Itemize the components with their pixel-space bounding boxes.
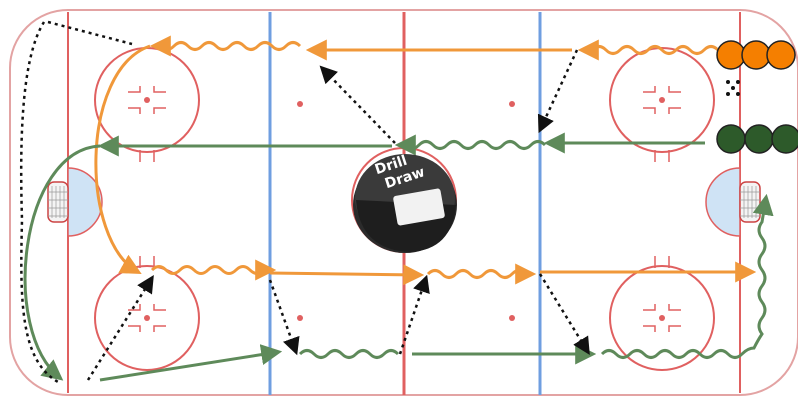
neutral-dot-3 (297, 315, 303, 321)
hockey-puck-logo: Drill Draw (353, 153, 457, 253)
puck-pile (726, 80, 740, 96)
orange-skate-top-right (577, 39, 720, 61)
player-green[interactable] (771, 124, 798, 154)
orange-curl-left (94, 44, 151, 275)
player-orange[interactable] (716, 40, 746, 70)
player-green[interactable] (744, 124, 774, 154)
green-skate-middle (394, 134, 547, 156)
green-players (716, 124, 798, 154)
crease-right (705, 167, 741, 237)
dotted-boards-left (19, 20, 133, 384)
orange-players (716, 40, 796, 70)
green-skate-bottom-2 (600, 193, 774, 359)
dotted-pass-3 (86, 275, 154, 381)
dotted-pass-6 (538, 273, 590, 355)
orange-pass-bottom-1 (269, 264, 425, 286)
orange-skate-bottom-2 (426, 263, 537, 285)
crease-left (67, 167, 103, 237)
player-orange[interactable] (766, 40, 796, 70)
green-pass-bottom-1 (99, 344, 283, 382)
neutral-dot-4 (509, 315, 515, 321)
goal-net-right (739, 181, 761, 223)
green-curl-left (23, 144, 101, 381)
neutral-dot-2 (509, 101, 515, 107)
orange-skate-top-left (149, 35, 302, 57)
player-orange[interactable] (741, 40, 771, 70)
goal-net-left (47, 181, 69, 223)
player-green[interactable] (716, 124, 746, 154)
faceoff-circle-right-bottom (609, 265, 715, 371)
dotted-pass-1 (537, 49, 579, 134)
orange-skate-bottom-1 (150, 259, 277, 281)
green-skate-bottom-1 (298, 349, 400, 359)
dotted-pass-4 (268, 279, 300, 356)
neutral-dot-1 (297, 101, 303, 107)
faceoff-circle-left-bottom (94, 265, 200, 371)
